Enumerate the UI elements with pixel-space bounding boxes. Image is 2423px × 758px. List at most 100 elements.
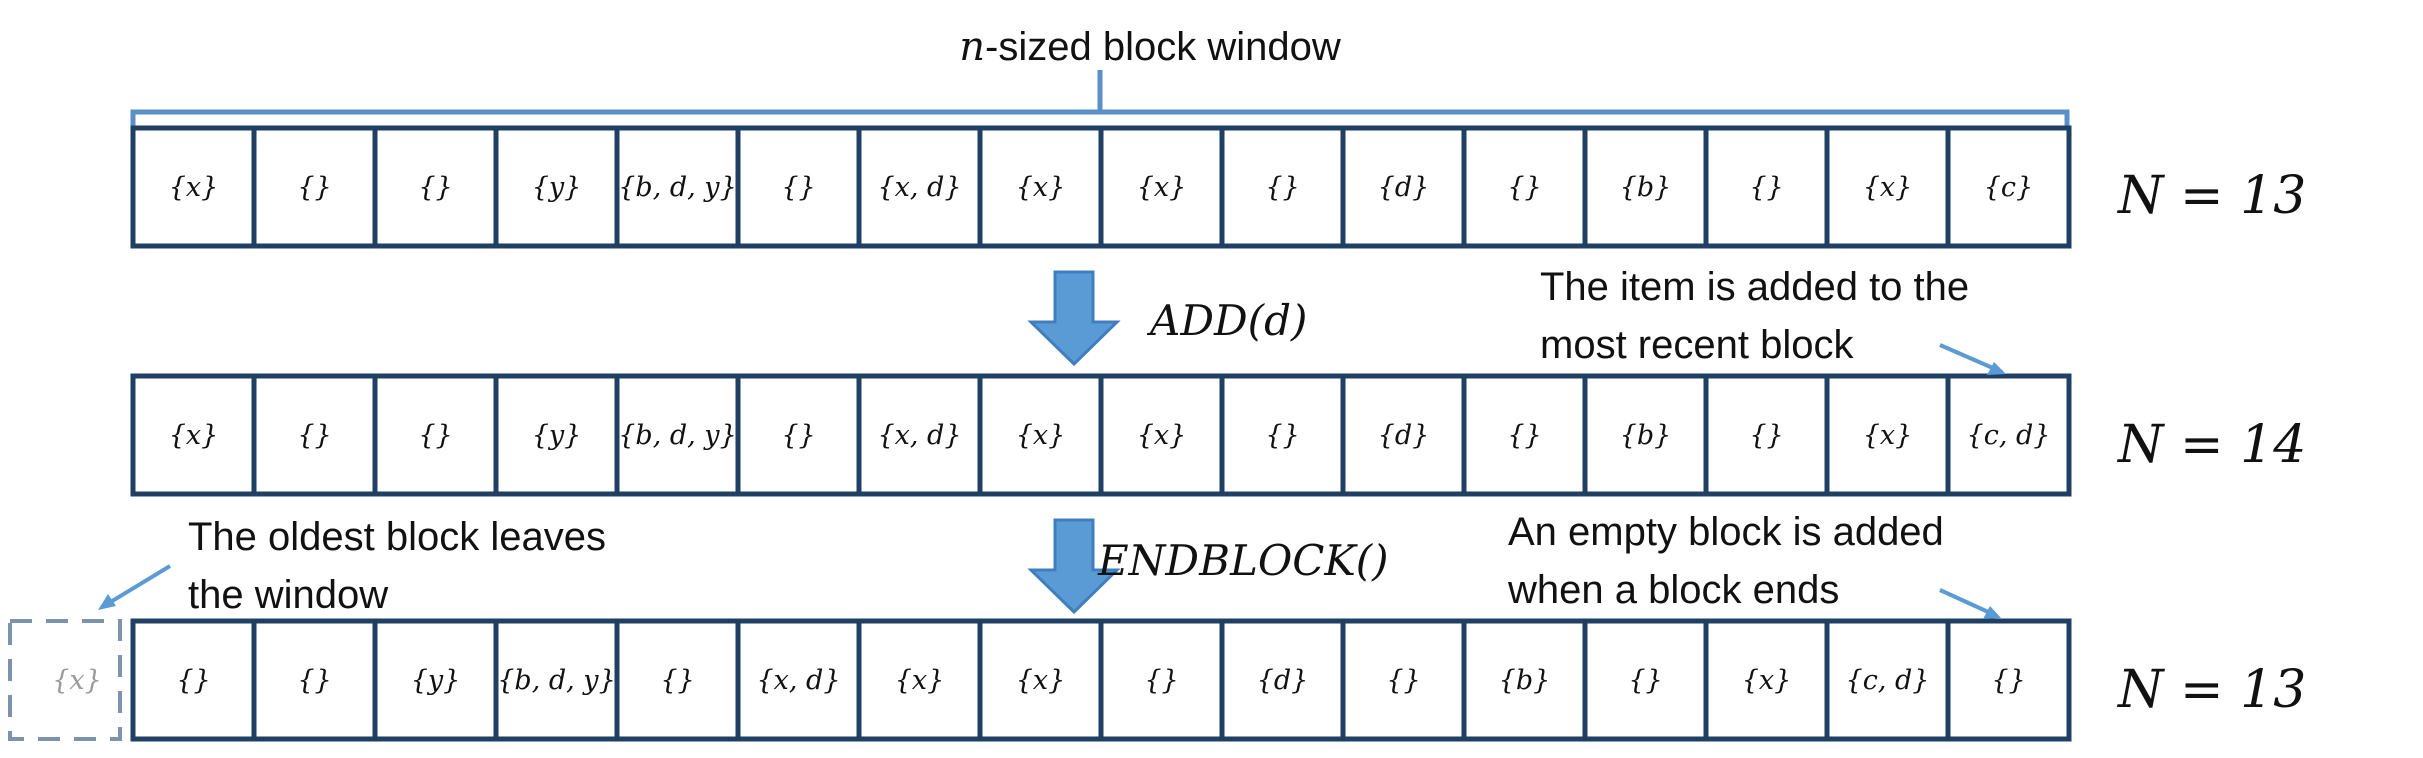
block-cell [614, 125, 741, 249]
block-cell [614, 618, 741, 742]
block-cell-contents: {b} [1620, 420, 1672, 451]
block-cell [1340, 618, 1467, 742]
block-cell [1945, 125, 2072, 249]
block-cell [856, 373, 983, 497]
block-cell-contents: {y} [532, 420, 582, 451]
block-cell-contents: {} [1507, 172, 1541, 203]
block-cell [1219, 125, 1346, 249]
block-cell [372, 125, 499, 249]
block-cell-contents: {d} [1257, 665, 1309, 696]
block-cell [1340, 373, 1467, 497]
block-cell-contents: {} [1265, 172, 1299, 203]
block-cell-contents: {x} [1016, 665, 1066, 696]
block-cell [1945, 618, 2072, 742]
block-cell-contents: {} [297, 172, 331, 203]
block-cell-contents: {b} [1620, 172, 1672, 203]
pointer-head-new-empty-block [1983, 606, 2001, 619]
pointer-head-most-recent-block [1987, 362, 2006, 375]
block-cell-contents: {} [1507, 420, 1541, 451]
evicted-block-outline [8, 619, 122, 741]
diagram-title: n-sized block window [959, 24, 1341, 70]
pointer-head-evicted-block [98, 594, 116, 610]
window-brace [130, 70, 2070, 128]
block-cell [614, 373, 741, 497]
block-cell-contents: {} [781, 172, 815, 203]
count-label-row-2: N = 14 [2116, 415, 2306, 475]
block-cell [1098, 125, 1225, 249]
count-label-row-1: N = 13 [2116, 166, 2306, 226]
block-cell-contents: {c, d} [1846, 665, 1930, 696]
block-cell-contents: {y} [532, 172, 582, 203]
evicted-block-contents: {x} [52, 665, 102, 696]
title-variable: n [959, 24, 985, 70]
block-cell-contents: {} [1749, 172, 1783, 203]
block-cell-contents: {} [297, 420, 331, 451]
block-cell-contents: {y} [411, 665, 461, 696]
annotation-oldest-leaves-line-1: The oldest block leaves [188, 515, 606, 559]
block-cell-contents: {} [1144, 665, 1178, 696]
block-cell-contents: {b, d, y} [497, 665, 616, 696]
block-cell-contents: {} [1628, 665, 1662, 696]
block-cell [1582, 125, 1709, 249]
block-cell [1824, 373, 1951, 497]
block-cell [130, 618, 257, 742]
block-cell [977, 125, 1104, 249]
block-cell-contents: {} [660, 665, 694, 696]
block-cell [735, 373, 862, 497]
block-cell-contents: {x} [1863, 172, 1913, 203]
block-cell-contents: {x} [1016, 172, 1066, 203]
down-arrow-add [1027, 270, 1121, 367]
block-cell-contents: {} [418, 420, 452, 451]
block-cell-contents: {} [1386, 665, 1420, 696]
block-cell [372, 373, 499, 497]
block-cell-contents: {} [176, 665, 210, 696]
block-cell [1098, 373, 1225, 497]
block-cell-contents: {d} [1378, 420, 1430, 451]
block-row-after-add: {x} {} {} {y} {b, d, y} {} {x, d} {x} {x} {} {d} {}… [130, 373, 2072, 497]
block-cell-contents: {x} [169, 172, 219, 203]
block-cell-contents: {c} [1984, 172, 2033, 203]
block-row-initial: {x}{}{}{y}{b, d, y}{}{x, d}{x}{x}{}{d}{}… [130, 125, 2072, 249]
block-cell [1703, 618, 1830, 742]
block-cell [856, 618, 983, 742]
block-cell-contents: {x} [169, 420, 219, 451]
annotation-oldest-leaves-line-2: the window [188, 573, 388, 617]
block-cell [1461, 373, 1588, 497]
block-cell-contents: {} [418, 172, 452, 203]
block-cell-contents: {x} [1137, 420, 1187, 451]
block-cell-contents: {x, d} [877, 172, 961, 203]
block-cell-contents: {b, d, y} [618, 172, 737, 203]
block-cell-contents: {c, d} [1967, 420, 2051, 451]
block-cell [1461, 125, 1588, 249]
block-cell-contents: {} [1749, 420, 1783, 451]
annotation-empty-added-line-1: An empty block is added [1508, 510, 1944, 554]
block-cell-contents: {x} [1137, 172, 1187, 203]
block-row-after-endblock: {x} {} {} {y} {b, d, y} {} {x, d} {x} {x} {} {d} {}… [8, 618, 2072, 742]
block-cell [1582, 373, 1709, 497]
block-cell-contents: {x} [895, 665, 945, 696]
block-cell [1582, 618, 1709, 742]
block-cell-contents: {x, d} [756, 665, 840, 696]
block-cell-contents: {} [1265, 420, 1299, 451]
block-cell-contents: {x} [1742, 665, 1792, 696]
annotation-item-added-line-1: The item is added to the [1540, 265, 1969, 309]
block-cell-contents: {x, d} [877, 420, 961, 451]
block-cell [735, 125, 862, 249]
block-cell [1703, 125, 1830, 249]
block-cell-contents: {b, d, y} [618, 420, 737, 451]
block-cell [493, 618, 620, 742]
block-cell-contents: {x} [1863, 420, 1913, 451]
count-label-row-3: N = 13 [2116, 660, 2306, 720]
operation-add-label: ADD(d) [1146, 296, 1307, 345]
block-cell-contents: {} [781, 420, 815, 451]
block-cell [1945, 373, 2072, 497]
title-suffix: -sized block window [985, 25, 1341, 69]
block-cell [493, 373, 620, 497]
block-cell-contents: {x} [1016, 420, 1066, 451]
block-cell [856, 125, 983, 249]
annotation-item-added-line-2: most recent block [1540, 323, 1854, 367]
annotation-empty-added-line-2: when a block ends [1507, 568, 1839, 612]
block-cell [130, 125, 257, 249]
block-cell [130, 373, 257, 497]
